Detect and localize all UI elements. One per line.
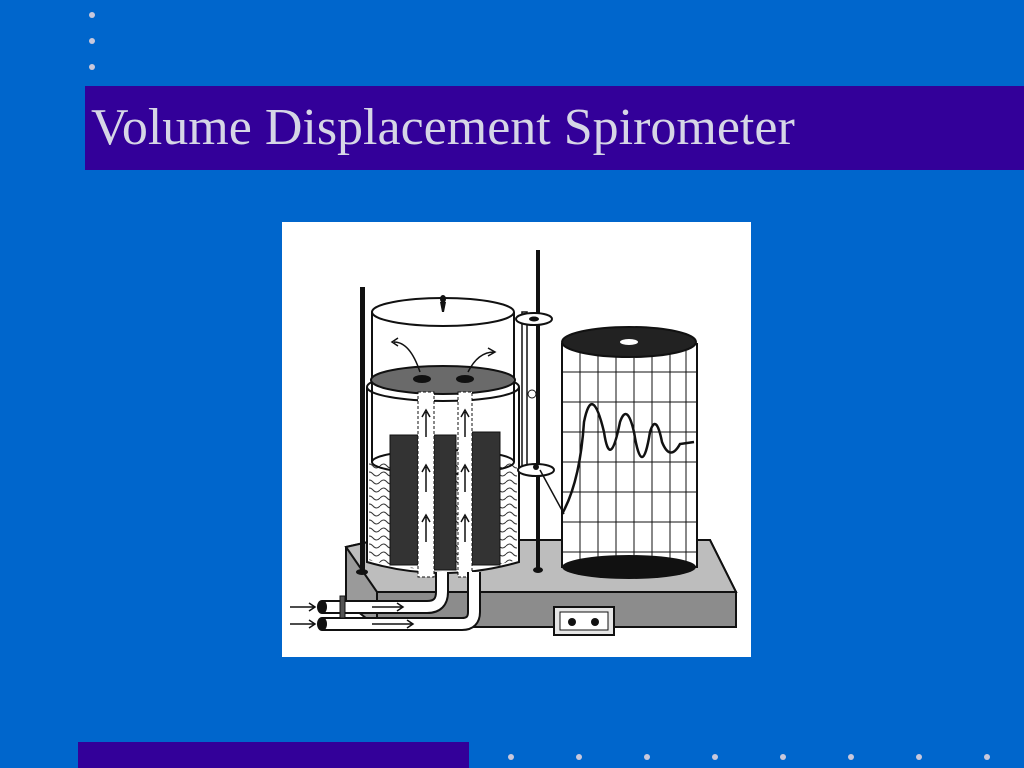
- decorative-dot: [780, 754, 786, 760]
- decorative-dot: [712, 754, 718, 760]
- decorative-dot: [89, 64, 95, 70]
- bottom-accent-bar: [78, 742, 469, 768]
- decorative-dot: [89, 38, 95, 44]
- decorative-dots-top-left: [89, 10, 99, 74]
- decorative-dot: [916, 754, 922, 760]
- decorative-dot: [576, 754, 582, 760]
- spirometer-diagram-icon: [290, 250, 738, 636]
- decorative-dot: [984, 754, 990, 760]
- decorative-dot: [508, 754, 514, 760]
- decorative-dot: [89, 12, 95, 18]
- spirometer-figure: [282, 222, 751, 657]
- decorative-dot: [644, 754, 650, 760]
- slide-title: Volume Displacement Spirometer: [91, 99, 795, 156]
- title-bar: Volume Displacement Spirometer: [85, 86, 1024, 170]
- decorative-dots-bottom: [500, 752, 1020, 762]
- decorative-dot: [848, 754, 854, 760]
